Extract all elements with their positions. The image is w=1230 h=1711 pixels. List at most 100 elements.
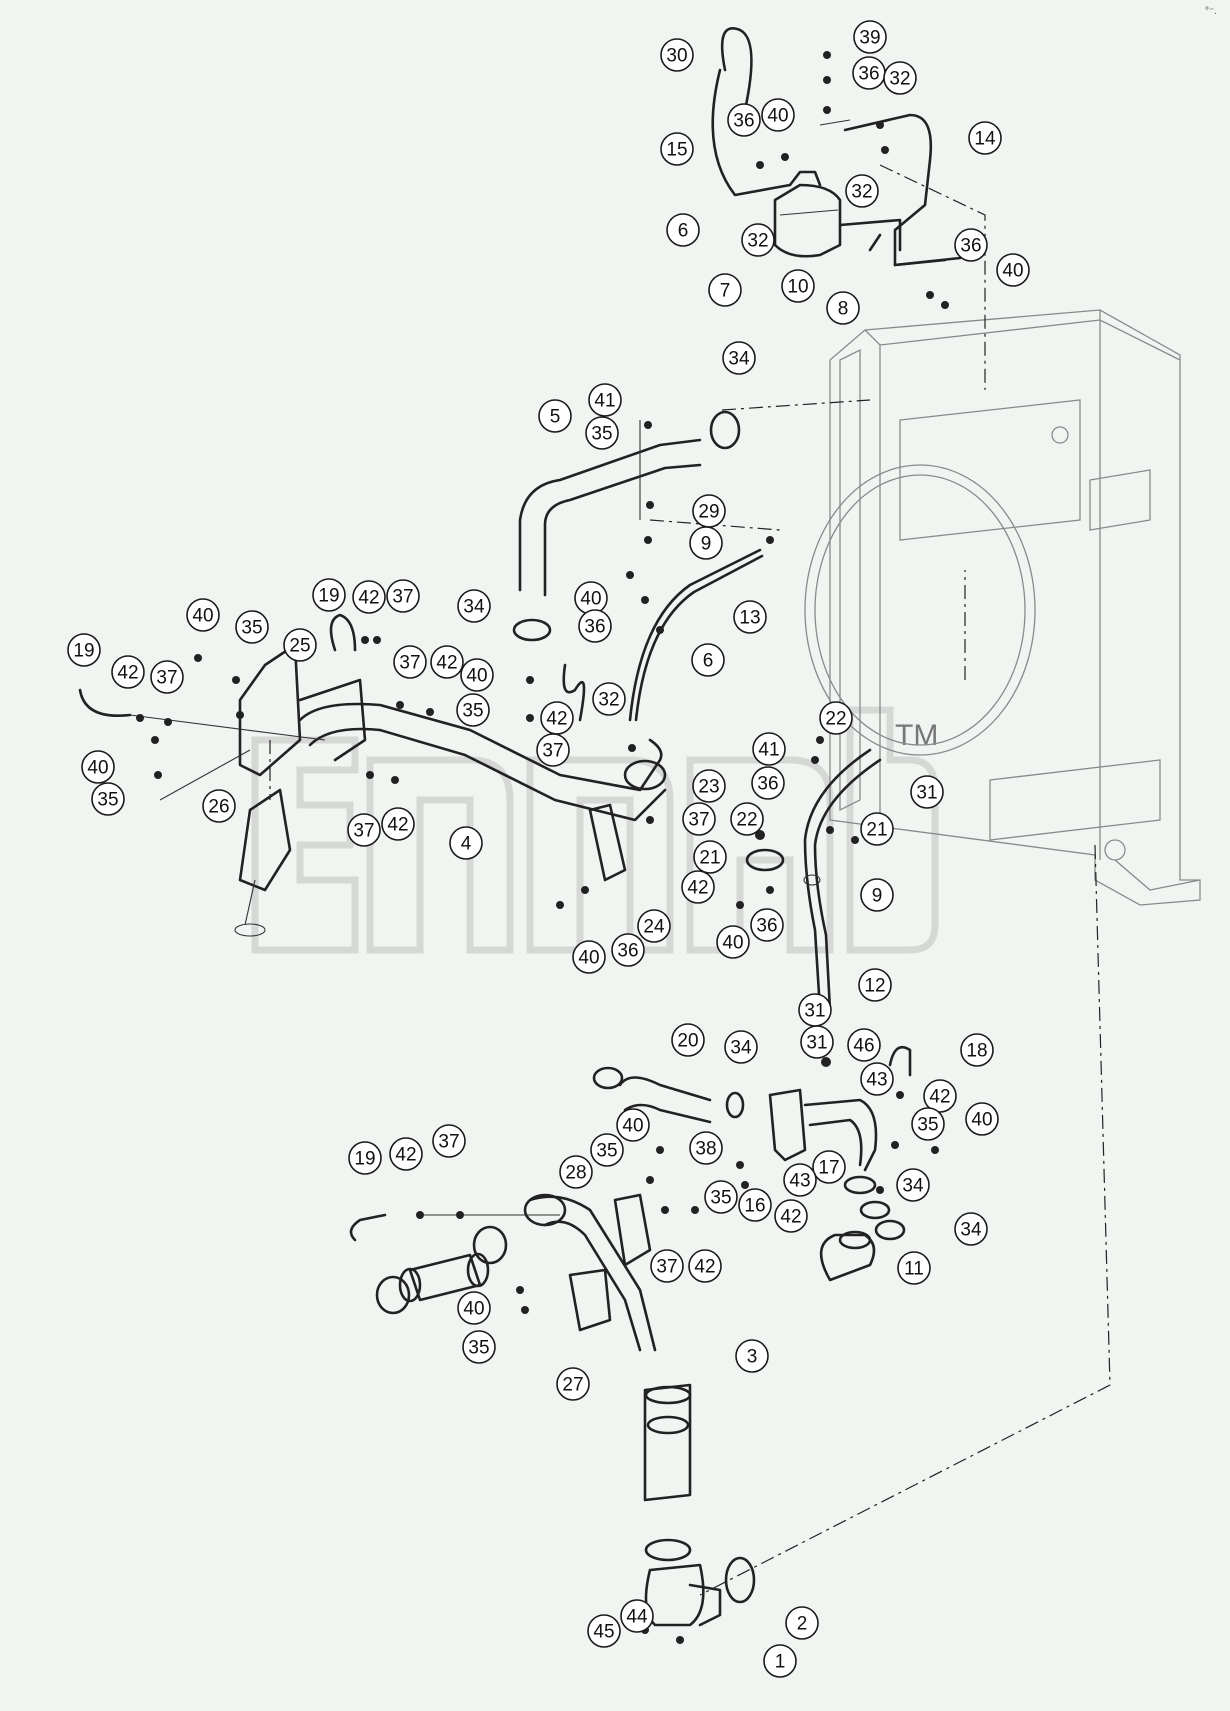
callout-circle — [381, 807, 415, 841]
callout-circle — [735, 1339, 769, 1373]
callout-circle — [456, 693, 490, 727]
callout-circle — [312, 578, 346, 612]
callout-label: 3 — [747, 1347, 758, 1368]
callout-4: 4 — [449, 826, 483, 860]
callout-label: 40 — [463, 1299, 484, 1320]
callout-label: 34 — [728, 349, 750, 370]
callout-circle — [860, 878, 894, 912]
callout-label: 37 — [656, 1257, 677, 1278]
callout-circle — [462, 1330, 496, 1364]
callout-15: 15 — [660, 132, 694, 166]
callout-21: 21 — [860, 812, 894, 846]
callout-label: 4 — [461, 834, 472, 855]
lower-pipe-3 — [349, 1146, 756, 1644]
watermark-tm: TM — [895, 719, 938, 752]
callout-32: 32 — [741, 223, 775, 257]
callout-39: 39 — [853, 20, 887, 54]
callout-label: 36 — [756, 916, 777, 937]
callout-label: 35 — [591, 424, 612, 445]
callout-label: 37 — [399, 653, 420, 674]
callout-circle — [883, 61, 917, 95]
callout-circle — [81, 750, 115, 784]
callout-label: 35 — [97, 790, 118, 811]
callout-circle — [150, 660, 184, 694]
callout-42: 42 — [352, 580, 386, 614]
callout-label: 42 — [117, 663, 138, 684]
callout-label: 42 — [395, 1145, 416, 1166]
callout-34: 34 — [722, 341, 756, 375]
callout-label: 36 — [733, 111, 754, 132]
callout-label: 42 — [546, 709, 567, 730]
callout-circle — [386, 579, 420, 613]
callout-circle — [666, 213, 700, 247]
callout-circle — [968, 121, 1002, 155]
callout-circle — [781, 269, 815, 303]
callout-label: 35 — [917, 1115, 938, 1136]
callout-label: 1 — [775, 1652, 786, 1673]
callout-37: 37 — [150, 660, 184, 694]
callout-22: 22 — [819, 701, 853, 735]
callout-label: 23 — [698, 777, 719, 798]
callout-42: 42 — [381, 807, 415, 841]
callout-circle — [954, 228, 988, 262]
callout-circle — [559, 1155, 593, 1189]
callout-label: 22 — [825, 709, 846, 730]
callout-circle — [965, 1102, 999, 1136]
callout-circle — [812, 1150, 846, 1184]
callout-40: 40 — [186, 598, 220, 632]
callout-29: 29 — [692, 494, 726, 528]
callout-35: 35 — [704, 1180, 738, 1214]
callout-label: 35 — [710, 1188, 731, 1209]
callout-37: 37 — [650, 1249, 684, 1283]
callout-label: 15 — [666, 140, 687, 161]
callout-2: 2 — [785, 1606, 819, 1640]
callout-circle — [111, 655, 145, 689]
callout-label: 37 — [438, 1132, 459, 1153]
callout-42: 42 — [774, 1199, 808, 1233]
callout-label: 38 — [695, 1139, 716, 1160]
callout-circle — [910, 775, 944, 809]
callout-circle — [853, 20, 887, 54]
callout-circle — [897, 1251, 931, 1285]
callout-36: 36 — [578, 609, 612, 643]
callout-circle — [724, 1030, 758, 1064]
callout-label: 41 — [758, 740, 779, 761]
callout-label: 44 — [626, 1607, 648, 1628]
callout-40: 40 — [81, 750, 115, 784]
callout-label: 19 — [73, 641, 94, 662]
callout-circle — [671, 1023, 705, 1057]
callout-label: 40 — [466, 666, 487, 687]
callout-circle — [722, 341, 756, 375]
callout-19: 19 — [312, 578, 346, 612]
callout-label: 12 — [864, 976, 885, 997]
callout-circle — [432, 1124, 466, 1158]
callout-circle — [611, 933, 645, 967]
callout-label: 37 — [542, 741, 563, 762]
callout-40: 40 — [574, 581, 608, 615]
callout-label: 18 — [966, 1041, 987, 1062]
callout-circle — [954, 1212, 988, 1246]
callout-label: 42 — [929, 1087, 950, 1108]
callout-label: 14 — [974, 129, 996, 150]
callout-circle — [538, 399, 572, 433]
callout-label: 16 — [744, 1196, 765, 1217]
callout-35: 35 — [462, 1330, 496, 1364]
expansion-tank-assembly — [711, 27, 962, 309]
callout-35: 35 — [91, 782, 125, 816]
callout-label: 27 — [562, 1375, 583, 1396]
callout-circle — [751, 766, 785, 800]
callout-35: 35 — [456, 693, 490, 727]
callout-40: 40 — [996, 253, 1030, 287]
callout-circle — [845, 174, 879, 208]
callout-36: 36 — [750, 908, 784, 942]
callout-31: 31 — [910, 775, 944, 809]
callout-label: 45 — [593, 1622, 614, 1643]
callout-40: 40 — [761, 98, 795, 132]
callout-37: 37 — [347, 813, 381, 847]
callout-circle — [826, 291, 860, 325]
callout-8: 8 — [826, 291, 860, 325]
callout-label: 34 — [463, 597, 485, 618]
callout-label: 22 — [736, 810, 757, 831]
callout-23: 23 — [692, 769, 726, 803]
